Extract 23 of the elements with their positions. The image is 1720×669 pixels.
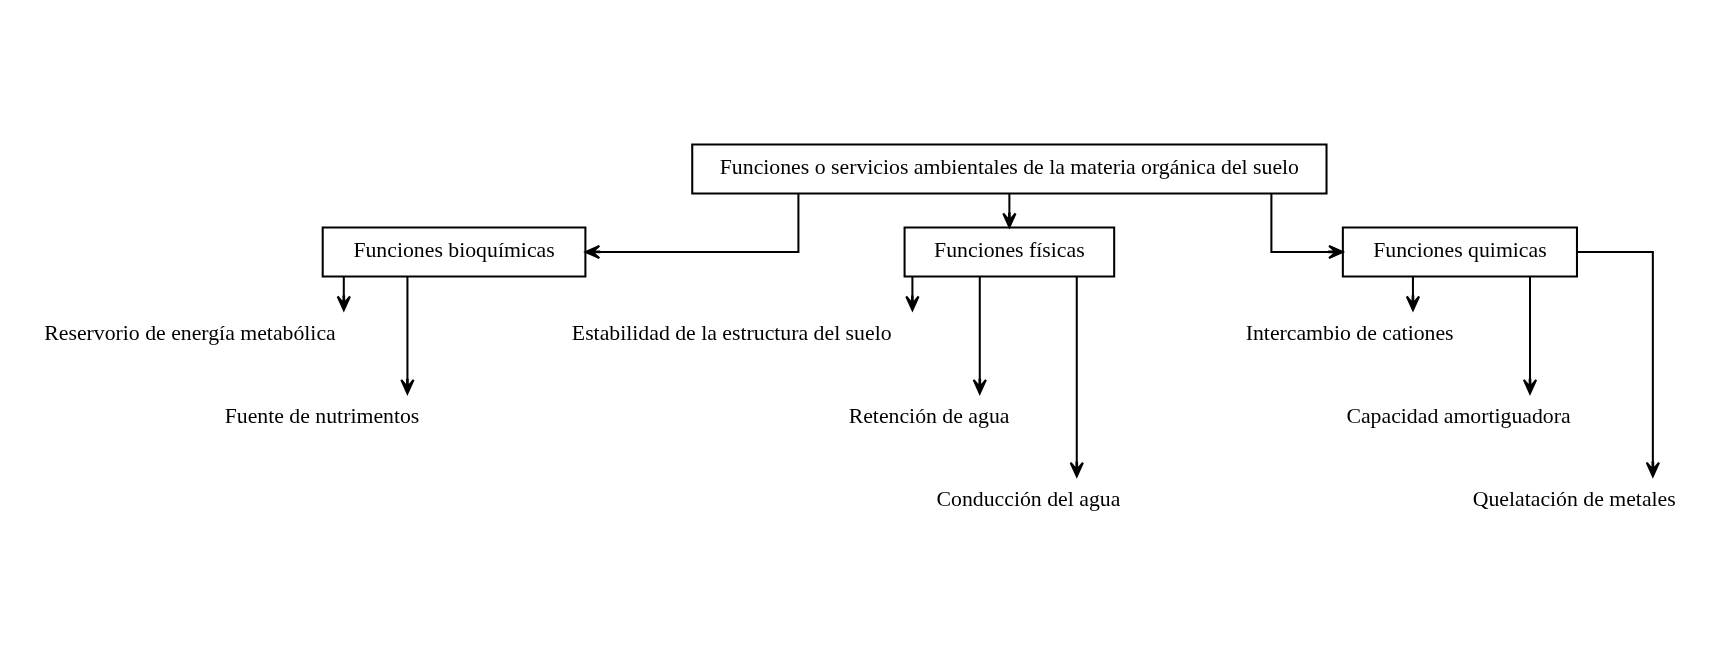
arrow bbox=[972, 275, 987, 394]
node-text: Fuente de nutrimentos bbox=[224, 403, 420, 428]
node-text: Reservorio de energía metabólica bbox=[44, 320, 336, 345]
node-text: Retención de agua bbox=[848, 403, 1010, 428]
arrow bbox=[905, 276, 920, 311]
arrow bbox=[1522, 275, 1538, 394]
arrow bbox=[1270, 193, 1344, 259]
arrow bbox=[400, 275, 415, 394]
arrow bbox=[1069, 276, 1084, 477]
node-text: Estabilidad de la estructura del suelo bbox=[571, 320, 892, 345]
node-text: Intercambio de cationes bbox=[1245, 320, 1454, 345]
arrow bbox=[1002, 193, 1017, 228]
node-text: Quelatación de metales bbox=[1472, 486, 1676, 511]
node-box: Funciones físicas bbox=[903, 225, 1116, 277]
node-text: Conducción del agua bbox=[936, 486, 1121, 511]
arrow bbox=[336, 276, 351, 311]
arrow bbox=[584, 193, 800, 259]
arrow bbox=[1405, 276, 1421, 311]
node-box: Funciones quimicas bbox=[1341, 225, 1578, 277]
node-text: Capacidad amortiguadora bbox=[1346, 403, 1571, 428]
arrow bbox=[1577, 250, 1660, 477]
node-box: Funciones bioquímicas bbox=[321, 225, 587, 277]
node-box: Funciones o servicios ambientales de la materia orgánica del suelo bbox=[691, 142, 1328, 194]
